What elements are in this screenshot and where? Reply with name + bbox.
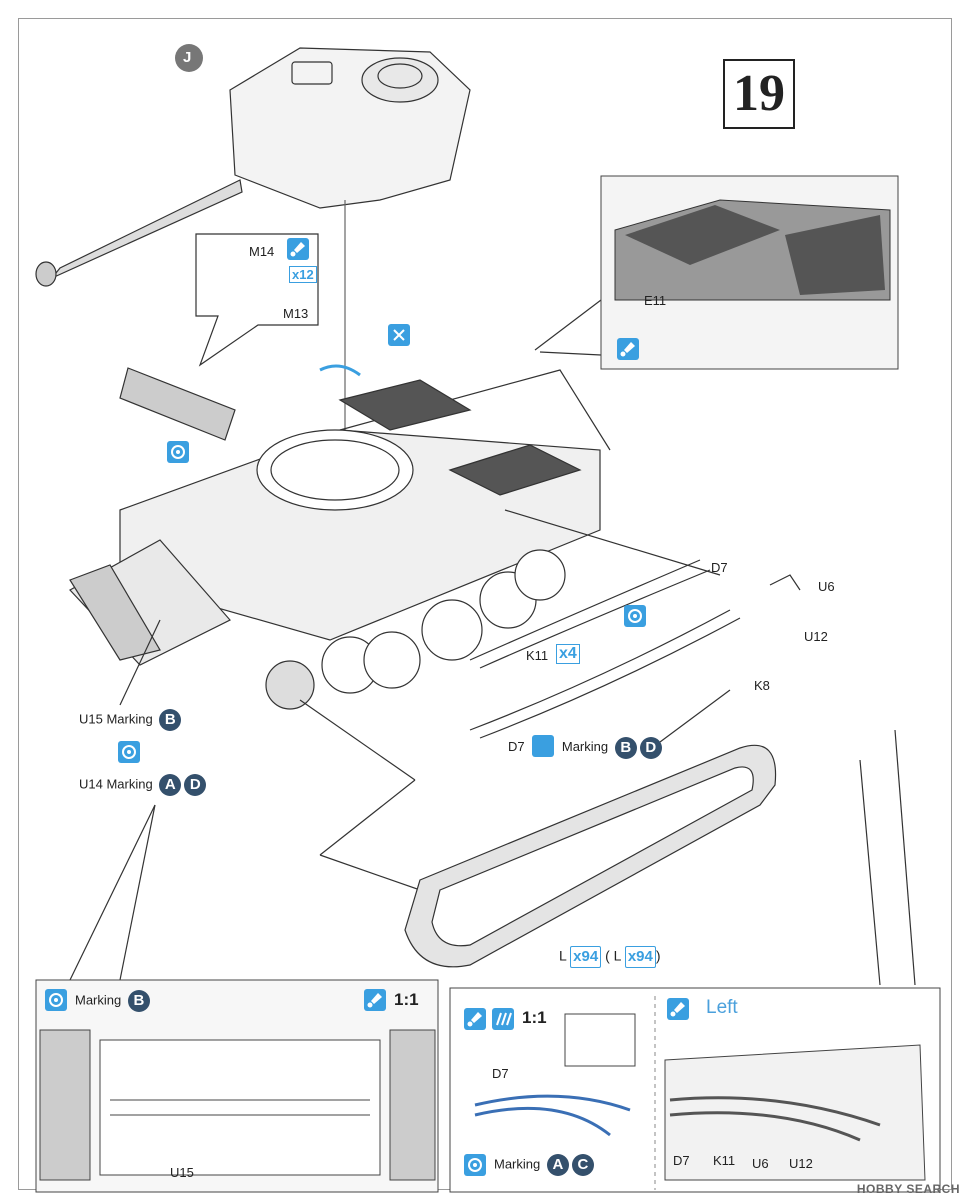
- u15-marking-text: U15 Marking: [79, 711, 153, 727]
- detail-mid-scale: 1:1: [522, 1008, 547, 1027]
- part-label-u12: U12: [804, 629, 828, 644]
- track-alt-open: ( L: [605, 947, 621, 964]
- marking-letter-b: B: [614, 736, 637, 759]
- part-label-m13: M13: [283, 306, 309, 321]
- detail-mid-part-d7: D7: [492, 1066, 509, 1081]
- track-label-row: L x94 ( L x94): [559, 946, 661, 968]
- glue-icon-hull: [167, 441, 189, 463]
- track-part: L: [559, 947, 567, 964]
- paint-brush-icon-e11: [617, 338, 639, 360]
- part-marker-j: J: [183, 49, 192, 66]
- part-label-k8: K8: [754, 678, 770, 693]
- part-label-m14: M14: [249, 244, 275, 259]
- u15-marking-row: U15 Marking B: [79, 709, 182, 731]
- detail-mid-letter-a: A: [546, 1154, 569, 1176]
- detail-right-part-u12: U12: [789, 1156, 813, 1171]
- u15-marking-letter: B: [159, 709, 182, 731]
- detail-right-part-d7: D7: [673, 1153, 690, 1168]
- detail-left-marking: Marking B: [75, 990, 150, 1012]
- track-alt-close: ): [655, 947, 661, 964]
- detail-left-marking-text: Marking: [75, 992, 122, 1008]
- detail-right-title: Left: [706, 997, 738, 1018]
- paint-brush-icon-detail-mid: [464, 1008, 486, 1030]
- u14-letter-d: D: [184, 774, 207, 796]
- watermark: HOBBY SEARCH: [856, 1182, 960, 1196]
- step-number: 19: [723, 59, 795, 129]
- weathering-icon: [492, 1008, 514, 1030]
- part-label-d7: D7: [711, 560, 728, 575]
- glue-icon-detail-mid: [464, 1154, 486, 1176]
- paint-brush-icon-detail-right: [667, 998, 689, 1020]
- u14-letter-a: A: [159, 774, 182, 796]
- u14-marking-text: U14 Marking: [79, 776, 153, 792]
- glue-icon-u15: [118, 741, 140, 763]
- paint-brush-icon-detail-left: [364, 989, 386, 1011]
- glue-icon-cables: [624, 605, 646, 627]
- part-label-u6: U6: [818, 579, 835, 594]
- marking-letter-d: D: [639, 736, 662, 759]
- d7-marking-text: Marking: [561, 739, 609, 754]
- glue-icon-detail-left: [45, 989, 67, 1011]
- detail-right-part-k11: K11: [713, 1153, 736, 1168]
- remove-part-icon: [388, 324, 410, 346]
- part-label-k11: K11: [526, 648, 549, 663]
- glue-icon-d7: [532, 735, 555, 757]
- track-alt-count: x94: [624, 946, 656, 968]
- detail-mid-marking-text: Marking: [494, 1156, 541, 1172]
- detail-mid-letter-c: C: [571, 1154, 594, 1176]
- paint-brush-icon: [287, 238, 309, 260]
- detail-right-part-u6: U6: [752, 1156, 769, 1171]
- track-count: x94: [570, 946, 602, 968]
- part-count-x12: x12: [289, 266, 317, 283]
- detail-left-part-u15: U15: [170, 1165, 194, 1180]
- part-count-x4: x4: [556, 644, 580, 664]
- detail-left-scale: 1:1: [394, 990, 419, 1009]
- detail-left-letter: B: [127, 990, 150, 1012]
- part-label-e11: E11: [644, 293, 667, 308]
- d7-marking-part: D7: [508, 739, 525, 754]
